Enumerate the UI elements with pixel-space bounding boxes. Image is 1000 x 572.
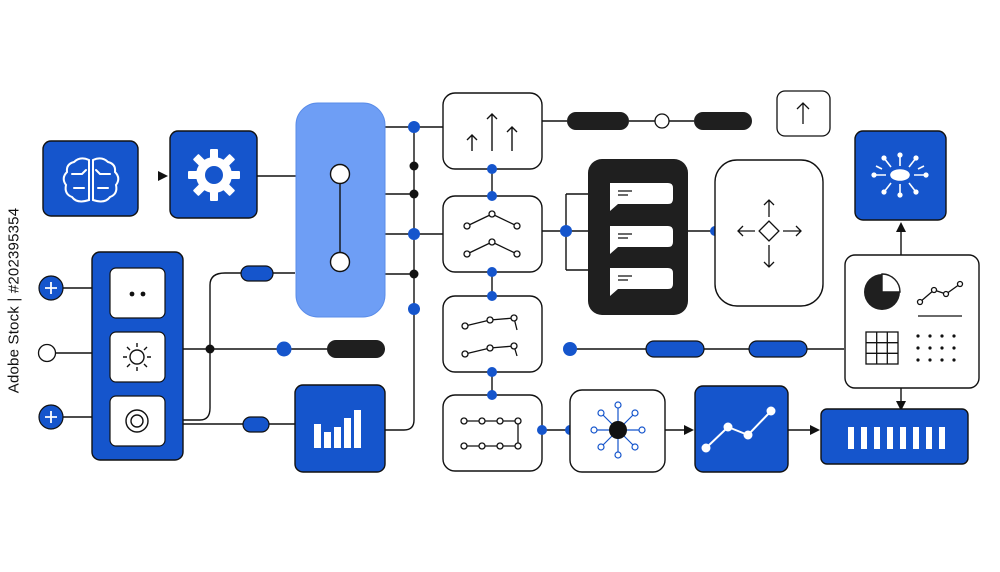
dots-icon (129, 291, 146, 297)
table-grid-icon (865, 331, 899, 365)
plus-icon (38, 404, 64, 430)
path-steps-icon (461, 314, 518, 358)
upload-card (776, 90, 831, 137)
chat-bubble-icon (610, 183, 673, 296)
watermark-text: Adobe Stock | #202395354 (5, 207, 23, 393)
bar-chart-box (294, 384, 386, 473)
zigzag-icon (463, 210, 521, 258)
burst-box (854, 130, 947, 221)
trend-line-small-icon (916, 280, 964, 306)
trend-line-icon (701, 406, 776, 453)
arrows-up-card (442, 92, 543, 170)
node-grid-card (442, 394, 543, 472)
network-hub-icon (590, 401, 646, 459)
brain-icon (62, 157, 120, 203)
plus-icon (38, 275, 64, 301)
pie-chart-icon (864, 273, 901, 310)
bar-chart-icon (314, 410, 361, 448)
zigzag-card-2 (442, 295, 543, 373)
light-blue-connector-panel (295, 102, 386, 318)
compass-arrows-icon (737, 199, 802, 268)
compass-card (710, 159, 824, 307)
progress-blocks-box (820, 408, 969, 465)
trend-card (694, 385, 789, 473)
gear-icon (188, 149, 240, 201)
progress-blocks-icon (848, 427, 945, 449)
arrows-up-icon (466, 113, 518, 151)
bus-junctions (408, 121, 420, 315)
middle-pill-bar (563, 340, 808, 358)
dot-grid-icon (916, 334, 956, 362)
chat-panel (588, 159, 688, 315)
stock-watermark: Adobe Stock | #202395354 (0, 40, 28, 560)
left-input-nodes (37, 275, 64, 430)
top-pill-bar (567, 112, 752, 130)
arrowheads (158, 171, 906, 435)
brain-box (42, 140, 139, 217)
upload-arrow-icon (796, 102, 810, 124)
node-grid-icon (460, 417, 522, 450)
burst-icon (871, 152, 929, 198)
zigzag-card-1 (442, 195, 543, 273)
middle-junctions (487, 164, 572, 435)
sun-icon (123, 343, 151, 371)
pill-links-left (205, 265, 385, 433)
tool-panel (91, 251, 184, 461)
network-hub-card (565, 389, 666, 473)
circle-icon (37, 343, 57, 363)
gear-box (169, 130, 258, 219)
target-icon (125, 409, 149, 433)
analytics-card (844, 254, 980, 389)
